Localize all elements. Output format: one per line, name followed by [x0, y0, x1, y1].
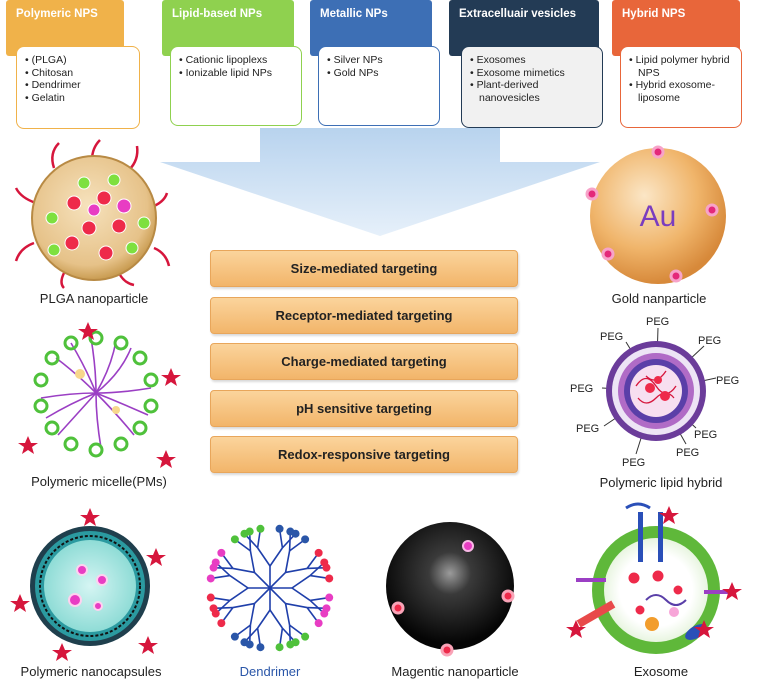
dendrimer-terminal-dot [209, 563, 218, 572]
peg-label: PEG [600, 331, 623, 343]
category-lipid: Lipid-based NPs Cationic lipoplexs Ioniz… [162, 0, 302, 130]
polymeric-lipid-hybrid-icon: PEG PEG PEG PEG PEG PEG PEG PEG PEG [570, 316, 739, 469]
peg-label: PEG [698, 335, 721, 347]
peg-label: PEG [716, 375, 739, 387]
dendrimer-terminal-dot [325, 593, 334, 602]
magnetic-nanoparticle-icon [386, 522, 515, 657]
list-item: Cationic lipoplexs [179, 54, 295, 67]
magnetic-label: Magentic nanoparticle [391, 664, 519, 679]
dendrimer-terminal-dot [230, 535, 239, 544]
gold-label: Gold nanparticle [611, 291, 707, 306]
dendrimer-terminal-dot [301, 632, 310, 641]
dendrimer-terminal-dot [240, 529, 249, 538]
exosome-icon [566, 502, 742, 654]
dendrimer-terminal-dot [230, 632, 239, 641]
nanocapsules-label: Polymeric nanocapsules [20, 664, 162, 679]
polymeric-micelle-icon [18, 322, 181, 468]
gold-nanoparticle-icon: Au [585, 145, 726, 284]
peg-label: PEG [576, 423, 599, 435]
dendrimer-terminal-dot [322, 563, 331, 572]
list-item: Lipid polymer hybrid NPS [629, 54, 735, 79]
category-extracellular-list: Exosomes Exosome mimetics Plant-derived … [461, 46, 603, 128]
micelle-label: Polymeric micelle(PMs) [31, 474, 167, 489]
dendrimer-terminal-dot [256, 643, 265, 652]
strategy-receptor: Receptor-mediated targeting [210, 297, 518, 334]
dendrimer-terminal-dot [245, 640, 254, 649]
list-item: Gelatin [25, 92, 133, 105]
strategy-charge: Charge-mediated targeting [210, 343, 518, 380]
strategy-redox: Redox-responsive targeting [210, 436, 518, 473]
dendrimer-terminal-dot [217, 548, 226, 557]
dendrimer-terminal-dot [301, 535, 310, 544]
list-item: Exosome mimetics [470, 67, 596, 80]
dendrimer-icon [206, 524, 334, 652]
category-hybrid: Hybrid NPS Lipid polymer hybrid NPS Hybr… [612, 0, 742, 130]
peg-label: PEG [570, 383, 593, 395]
list-item: (PLGA) [25, 54, 133, 67]
dendrimer-terminal-dot [211, 609, 220, 618]
dendrimer-terminal-dot [314, 548, 323, 557]
list-item: Gold NPs [327, 67, 433, 80]
peg-label: PEG [676, 447, 699, 459]
dendrimer-terminal-dot [275, 643, 284, 652]
plga-label: PLGA nanoparticle [39, 291, 149, 306]
dendrimer-terminal-dot [217, 619, 226, 628]
list-item: Dendrimer [25, 79, 133, 92]
category-metallic: Metallic NPs Silver NPs Gold NPs [310, 0, 440, 130]
list-item: Exosomes [470, 54, 596, 67]
peg-label: PEG [646, 316, 669, 328]
dendrimer-label: Dendrimer [239, 664, 301, 679]
dendrimer-terminal-dot [286, 527, 295, 536]
list-item: Ionizable lipid NPs [179, 67, 295, 80]
dendrimer-terminal-dot [206, 574, 215, 583]
peg-label: PEG [694, 429, 717, 441]
dendrimer-terminal-dot [206, 593, 215, 602]
down-arrow-icon [160, 128, 600, 236]
hybrid-label: Polymeric lipid hybrid [599, 475, 723, 490]
category-lipid-list: Cationic lipoplexs Ionizable lipid NPs [170, 46, 302, 126]
plga-nanoparticle-icon [14, 139, 171, 289]
exosome-label: Exosome [633, 664, 689, 679]
strategy-size: Size-mediated targeting [210, 250, 518, 287]
gold-symbol: Au [640, 200, 677, 233]
list-item: Hybrid exosome-liposome [629, 79, 735, 104]
list-item: Plant-derived nanovesicles [470, 79, 596, 104]
dendrimer-terminal-dot [314, 619, 323, 628]
list-item: Silver NPs [327, 54, 433, 67]
peg-label: PEG [622, 457, 645, 469]
category-extracellular: Extracelluair vesicles Exosomes Exosome … [449, 0, 603, 130]
dendrimer-terminal-dot [291, 638, 300, 647]
dendrimer-terminal-dot [256, 524, 265, 533]
strategy-ph: pH sensitive targeting [210, 390, 518, 427]
dendrimer-terminal-dot [275, 524, 284, 533]
list-item: Chitosan [25, 67, 133, 80]
category-metallic-list: Silver NPs Gold NPs [318, 46, 440, 126]
polymeric-nanocapsules-icon [10, 508, 166, 661]
category-polymeric: Polymeric NPS (PLGA) Chitosan Dendrimer … [6, 0, 140, 130]
dendrimer-terminal-dot [325, 574, 334, 583]
category-hybrid-list: Lipid polymer hybrid NPS Hybrid exosome-… [620, 46, 742, 128]
category-polymeric-list: (PLGA) Chitosan Dendrimer Gelatin [16, 46, 140, 129]
dendrimer-terminal-dot [322, 604, 331, 613]
